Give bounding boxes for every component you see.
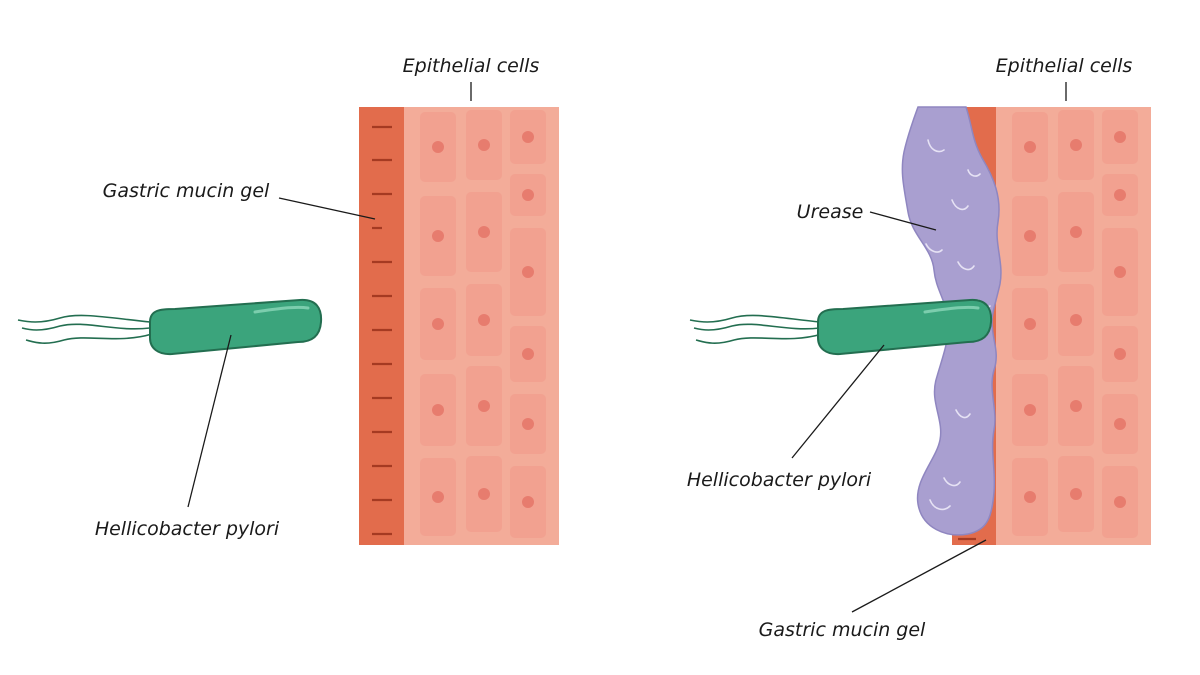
cell-nucleus <box>432 141 444 153</box>
cell-nucleus <box>1024 318 1036 330</box>
cell-nucleus <box>522 496 534 508</box>
right-mucin-label: Gastric mucin gel <box>759 619 926 641</box>
left-mucin-gel-layer <box>359 107 404 545</box>
cell-nucleus <box>1114 189 1126 201</box>
cell-nucleus <box>478 400 490 412</box>
right-panel: Epithelial cells Urease Hellicobacter py… <box>687 55 1151 641</box>
cell-nucleus <box>1114 348 1126 360</box>
cell-nucleus <box>522 418 534 430</box>
left-epithelial-cells <box>420 110 546 538</box>
cell-nucleus <box>478 488 490 500</box>
left-flagella <box>17 314 153 344</box>
cell-nucleus <box>432 230 444 242</box>
cell-nucleus <box>1070 226 1082 238</box>
cell-nucleus <box>1024 230 1036 242</box>
left-bacterium-label: Hellicobacter pylori <box>95 518 280 540</box>
cell-nucleus <box>1114 496 1126 508</box>
right-bacterium-highlight <box>923 305 980 314</box>
cell-nucleus <box>1070 488 1082 500</box>
cell-nucleus <box>478 314 490 326</box>
right-epithelial-cells <box>1012 110 1138 538</box>
cell-nucleus <box>1024 141 1036 153</box>
cell-nucleus <box>478 139 490 151</box>
right-epithelial-label: Epithelial cells <box>996 55 1133 77</box>
cell-nucleus <box>522 266 534 278</box>
cell-nucleus <box>1070 139 1082 151</box>
left-panel: Epithelial cells Gastric mucin gel Helli… <box>17 55 559 545</box>
cell-nucleus <box>522 189 534 201</box>
right-mucin-leader <box>851 539 987 613</box>
cell-nucleus <box>1070 400 1082 412</box>
cell-nucleus <box>1024 404 1036 416</box>
cell-nucleus <box>522 348 534 360</box>
left-mucin-marks <box>372 125 392 536</box>
cell-nucleus <box>1114 131 1126 143</box>
left-bacterium <box>149 298 323 356</box>
left-mucin-label: Gastric mucin gel <box>103 180 270 202</box>
right-bacterium <box>817 298 993 356</box>
cell-nucleus <box>432 318 444 330</box>
cell-nucleus <box>432 491 444 503</box>
cell-nucleus <box>478 226 490 238</box>
left-mucin-leader <box>278 197 376 220</box>
cell-nucleus <box>1114 418 1126 430</box>
cell-nucleus <box>432 404 444 416</box>
cell-nucleus <box>1024 491 1036 503</box>
right-flagella <box>689 314 823 344</box>
urease-leader <box>869 211 937 231</box>
right-bacterium-label: Hellicobacter pylori <box>687 469 872 491</box>
right-bacterium-leader <box>791 344 885 459</box>
urease-label: Urease <box>797 201 864 223</box>
cell-nucleus <box>1114 266 1126 278</box>
left-epithelial-label: Epithelial cells <box>403 55 540 77</box>
cell-nucleus <box>522 131 534 143</box>
cell-nucleus <box>1070 314 1082 326</box>
left-bacterium-leader <box>187 334 232 508</box>
left-bacterium-highlight <box>253 305 310 314</box>
